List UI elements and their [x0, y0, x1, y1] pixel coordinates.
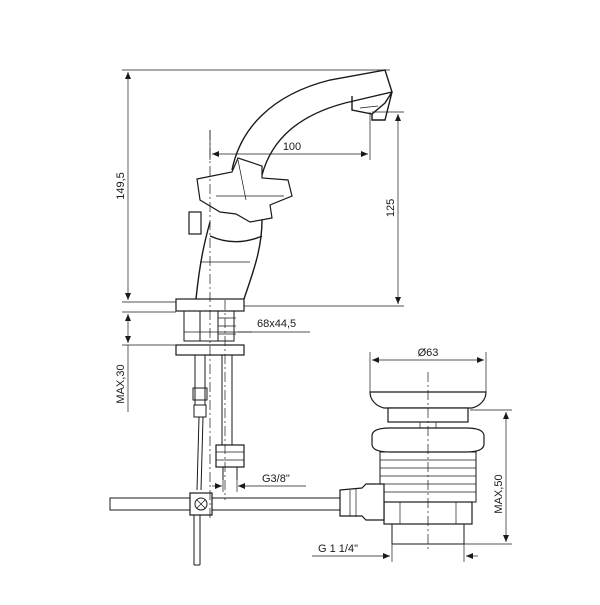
handle-cap: [188, 211, 202, 235]
dim-drain-diameter-label: Ø63: [418, 347, 439, 359]
faucet-lower-body: [195, 219, 263, 300]
faucet-body: [175, 69, 393, 491]
dim-spout-reach-label: 100: [283, 141, 301, 153]
dim-total-height: 149,5: [115, 69, 390, 303]
faucet-cross-handle: [196, 157, 293, 223]
dim-drain-diameter: Ø63: [369, 347, 487, 392]
flexible-hose: [221, 355, 233, 445]
faucet-spout: [231, 69, 393, 176]
pop-up-drain: [339, 372, 487, 552]
drain-side-connection: [339, 483, 385, 521]
dim-spout-reach: 100: [209, 112, 371, 160]
dim-drain-thread-label: G 1 1/4": [318, 543, 358, 555]
dim-base-size: 68x44,5: [184, 318, 310, 333]
dim-max-deck: MAX,30: [115, 311, 176, 412]
drain-linkage: [109, 492, 346, 566]
dim-hose-thread-label: G3/8": [262, 473, 290, 485]
dim-max-deck-label: MAX,30: [115, 364, 127, 403]
horizontal-link-rod: [109, 497, 346, 511]
dim-hose-thread: G3/8": [212, 473, 306, 492]
lift-rod: [194, 354, 206, 406]
dim-base-size-label: 68x44,5: [257, 318, 296, 330]
hose-nut: [215, 444, 245, 468]
dim-drain-thread: G 1 1/4": [312, 543, 478, 562]
dim-spout-height: 125: [244, 111, 404, 307]
dim-total-height-label: 149,5: [115, 172, 127, 200]
dim-drain-max-label: MAX,50: [493, 474, 505, 513]
faucet-aerator: [351, 91, 393, 121]
dim-drain-max: MAX,50: [464, 409, 512, 545]
dim-spout-height-label: 125: [385, 199, 397, 217]
